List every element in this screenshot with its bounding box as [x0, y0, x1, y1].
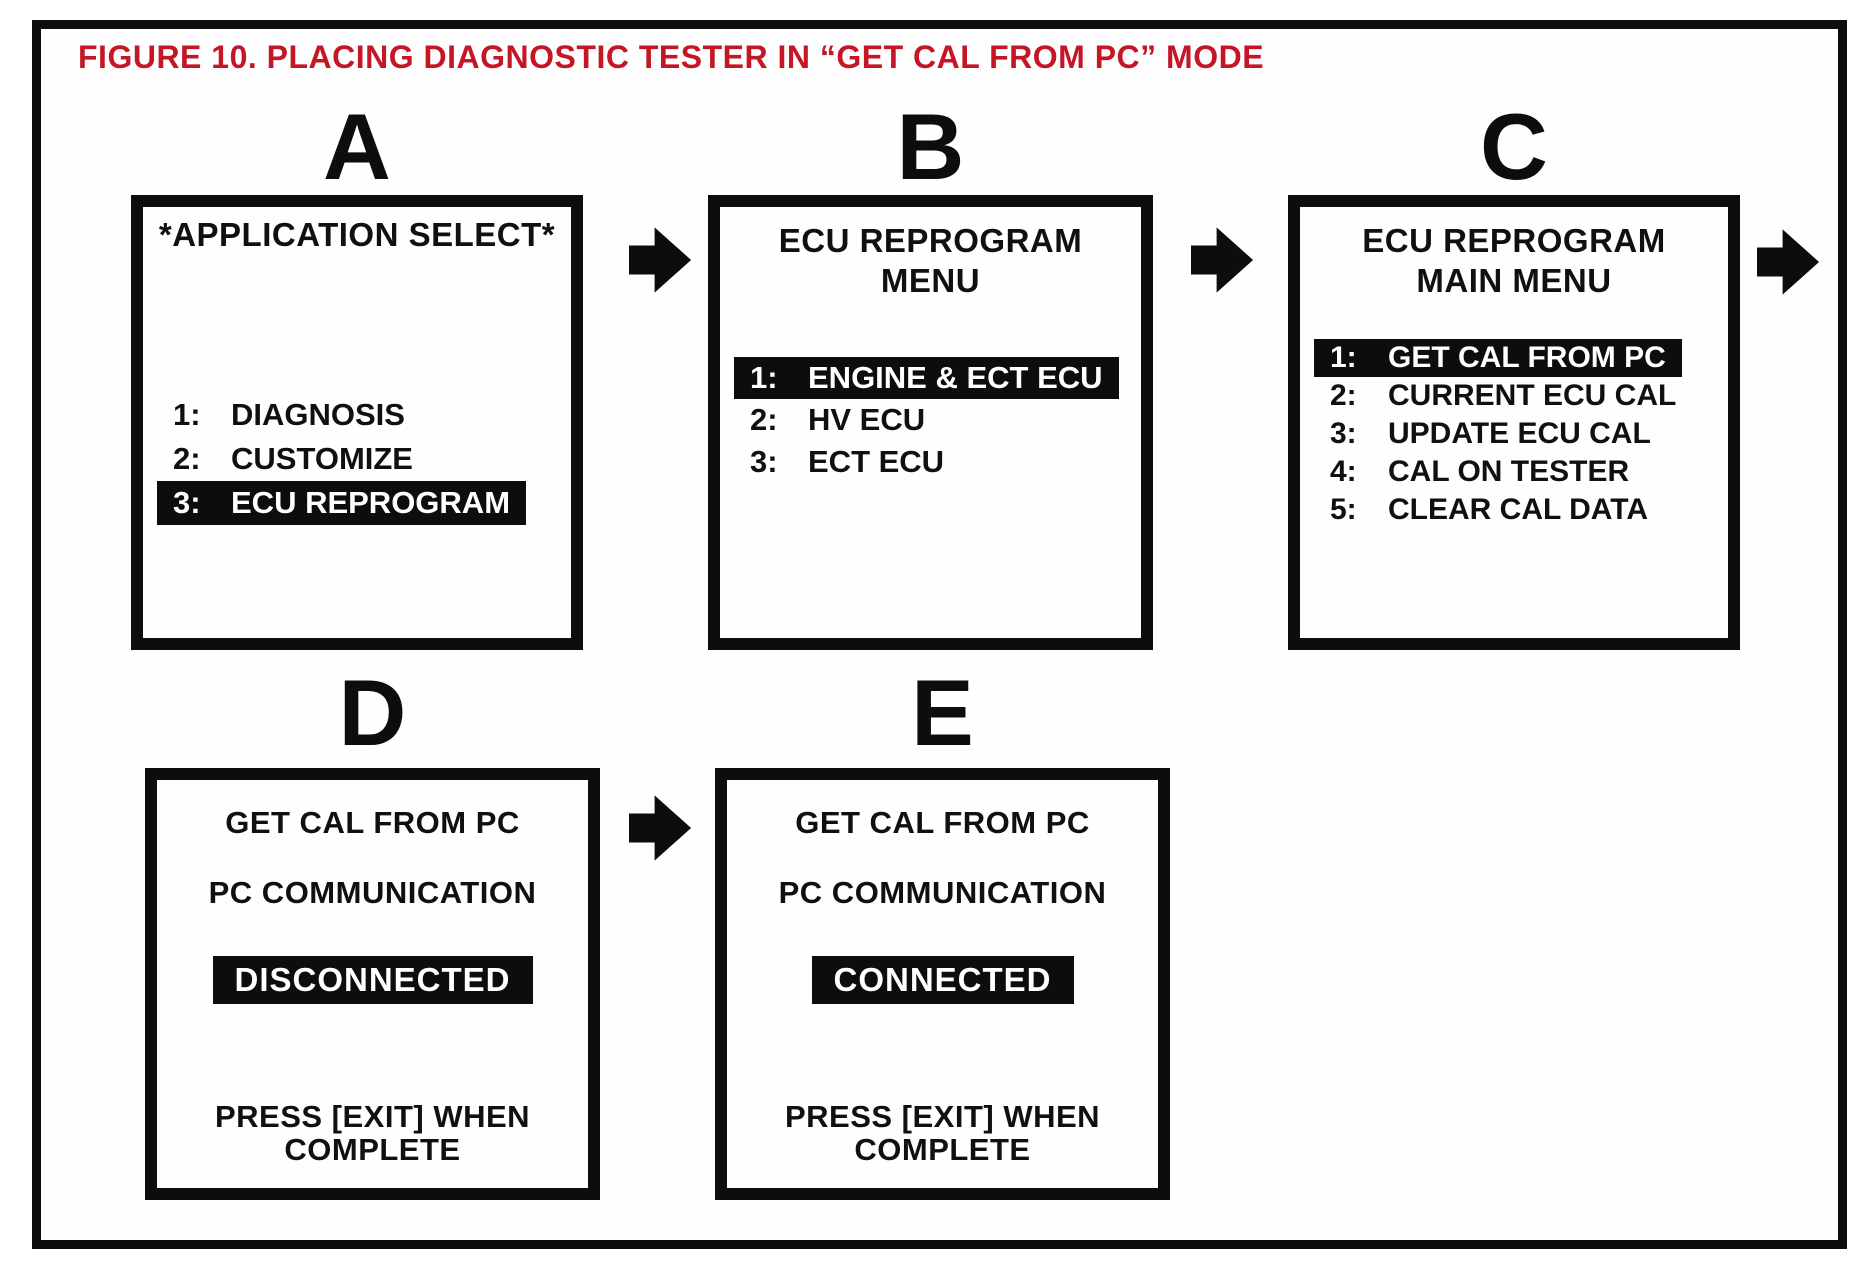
menu-item-number: 1: — [1330, 341, 1357, 374]
menu-list: 1: DIAGNOSIS 2: CUSTOMIZE 3: ECU REPROGR… — [157, 393, 565, 525]
menu-item: 3: UPDATE ECU CAL — [1314, 415, 1667, 453]
menu-item: 1: DIAGNOSIS — [157, 393, 421, 437]
panel-label-a: A — [323, 94, 391, 199]
screen-heading-line: MENU — [880, 262, 981, 299]
menu-item-text: GET CAL FROM PC — [1388, 341, 1666, 374]
screen-footer-line: COMPLETE — [284, 1132, 461, 1167]
screen-title-line: GET CAL FROM PC — [795, 805, 1090, 840]
screen-footer-line: PRESS [EXIT] WHEN — [784, 1099, 1101, 1134]
menu-item: 3: ECU REPROGRAM — [157, 481, 527, 525]
tester-screen-a: *APPLICATION SELECT* 1: DIAGNOSIS 2: CUS… — [131, 195, 583, 650]
screen-subtitle-line: PC COMMUNICATION — [208, 875, 537, 910]
menu-item-number: 2: — [1330, 379, 1357, 412]
menu-list: 1: GET CAL FROM PC 2: CURRENT ECU CAL 3:… — [1314, 339, 1722, 529]
tester-screen-b: ECU REPROGRAM MENU 1: ENGINE & ECT ECU 2… — [708, 195, 1153, 650]
menu-list: 1: ENGINE & ECT ECU 2: HV ECU 3: ECT ECU — [734, 357, 1135, 483]
menu-item-text: CUSTOMIZE — [231, 441, 413, 476]
menu-item-number: 2: — [750, 402, 778, 437]
menu-item-text: UPDATE ECU CAL — [1388, 417, 1651, 450]
screen-footer: PRESS [EXIT] WHEN COMPLETE — [157, 1100, 588, 1166]
status-badge: DISCONNECTED — [212, 956, 533, 1004]
menu-item: 1: ENGINE & ECT ECU — [734, 357, 1119, 399]
menu-item-text: CAL ON TESTER — [1388, 455, 1630, 488]
menu-item-text: CURRENT ECU CAL — [1388, 379, 1677, 412]
menu-item-number: 3: — [750, 444, 778, 479]
screen-subtitle-line: PC COMMUNICATION — [778, 875, 1107, 910]
menu-item: 2: CUSTOMIZE — [157, 437, 429, 481]
tester-screen-e: GET CAL FROM PC PC COMMUNICATION CONNECT… — [715, 768, 1170, 1200]
menu-item-text: DIAGNOSIS — [231, 397, 405, 432]
menu-item-text: HV ECU — [808, 402, 926, 437]
menu-item: 3: ECT ECU — [734, 441, 960, 483]
menu-item-text: ECU REPROGRAM — [231, 485, 511, 520]
screen-heading-line: ECU REPROGRAM — [1362, 222, 1666, 259]
menu-item-number: 1: — [173, 397, 201, 432]
screen-heading-line: MAIN MENU — [1416, 262, 1612, 299]
menu-item: 4: CAL ON TESTER — [1314, 453, 1645, 491]
figure-title: FIGURE 10. PLACING DIAGNOSTIC TESTER IN … — [78, 39, 1265, 75]
menu-item-number: 3: — [173, 485, 201, 520]
menu-item-text: ENGINE & ECT ECU — [808, 360, 1103, 395]
menu-item-number: 2: — [173, 441, 201, 476]
screen-footer-line: PRESS [EXIT] WHEN — [214, 1099, 531, 1134]
menu-item-number: 4: — [1330, 455, 1357, 488]
tester-screen-d: GET CAL FROM PC PC COMMUNICATION DISCONN… — [145, 768, 600, 1200]
screen-title-line: GET CAL FROM PC — [225, 805, 520, 840]
menu-item: 2: HV ECU — [734, 399, 941, 441]
screen-footer: PRESS [EXIT] WHEN COMPLETE — [727, 1100, 1158, 1166]
menu-item: 5: CLEAR CAL DATA — [1314, 491, 1664, 529]
screen-heading: ECU REPROGRAM MAIN MENU — [1300, 221, 1728, 301]
menu-item-number: 3: — [1330, 417, 1357, 450]
menu-item-number: 5: — [1330, 493, 1357, 526]
menu-item: 2: CURRENT ECU CAL — [1314, 377, 1692, 415]
status-badge: CONNECTED — [811, 956, 1074, 1004]
screen-heading-line: ECU REPROGRAM — [778, 222, 1083, 259]
menu-item-text: ECT ECU — [808, 444, 945, 479]
screen-heading: *APPLICATION SELECT* — [158, 216, 556, 253]
panel-label-d: D — [338, 660, 407, 765]
screen-heading: ECU REPROGRAM MENU — [720, 221, 1141, 301]
menu-item: 1: GET CAL FROM PC — [1314, 339, 1682, 377]
panel-label-b: B — [896, 94, 965, 199]
panel-label-e: E — [911, 660, 974, 765]
tester-screen-c: ECU REPROGRAM MAIN MENU 1: GET CAL FROM … — [1288, 195, 1740, 650]
panel-label-c: C — [1480, 94, 1548, 199]
menu-item-text: CLEAR CAL DATA — [1388, 493, 1648, 526]
menu-item-number: 1: — [750, 360, 778, 395]
screen-footer-line: COMPLETE — [854, 1132, 1031, 1167]
